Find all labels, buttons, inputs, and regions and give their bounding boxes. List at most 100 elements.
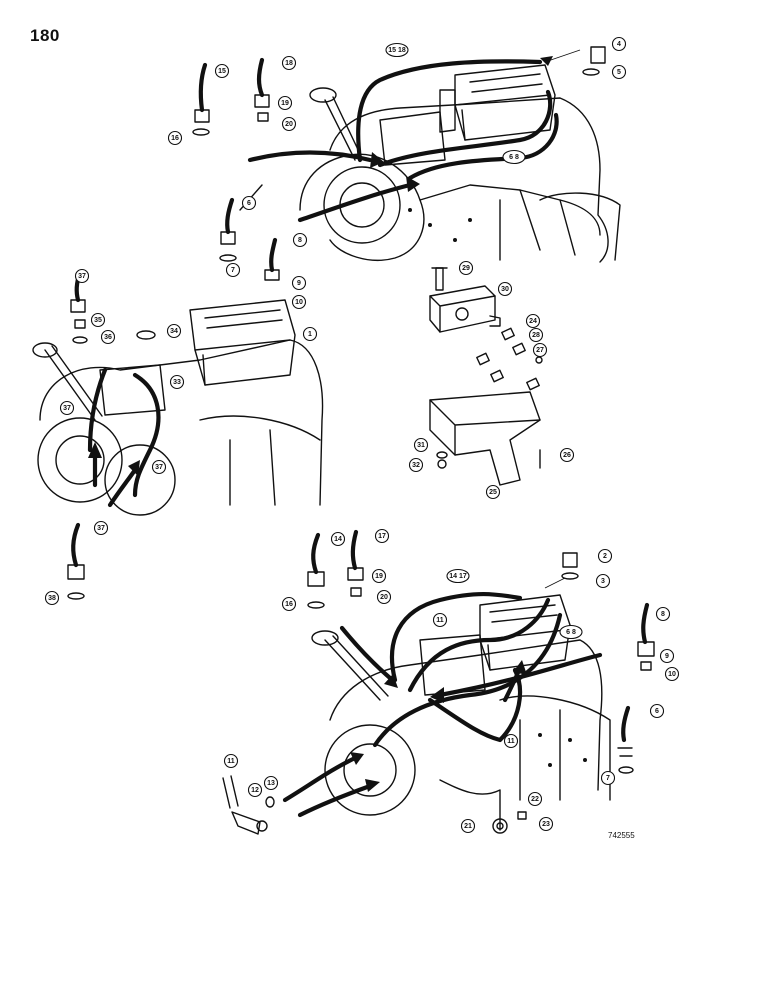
callout-middle-left-0: 37 <box>74 268 90 284</box>
callout-middle-left-6: 37 <box>59 400 75 416</box>
page-number: 180 <box>30 26 60 45</box>
callout-middle-left-3: 34 <box>166 323 182 339</box>
callout-label: 8 <box>661 611 665 618</box>
callout-label: 7 <box>231 267 235 274</box>
callout-bottom-17: 12 <box>247 782 263 798</box>
callout-top-3: 19 <box>277 95 293 111</box>
callout-bottom-9: 6 8 <box>559 624 583 640</box>
callout-bracket-5: 31 <box>413 437 429 453</box>
callout-label: 37 <box>78 273 86 280</box>
callout-label: 31 <box>417 442 425 449</box>
callout-label: 4 <box>617 41 621 48</box>
callout-label: 34 <box>170 328 178 335</box>
callout-bracket-2: 24 <box>525 313 541 329</box>
callout-label: 2 <box>603 553 607 560</box>
callout-label: 9 <box>665 653 669 660</box>
callout-label: 1 <box>308 331 312 338</box>
callout-bottom-5: 2 <box>597 548 613 564</box>
callout-label: 17 <box>378 533 386 540</box>
callout-label: 37 <box>97 525 105 532</box>
callout-label: 12 <box>251 787 259 794</box>
callout-bracket-0: 29 <box>458 260 474 276</box>
callout-label: 33 <box>173 379 181 386</box>
callout-label: 37 <box>63 405 71 412</box>
callout-label: 7 <box>606 775 610 782</box>
callout-label: 23 <box>542 821 550 828</box>
callout-label: 19 <box>375 573 383 580</box>
callout-bottom-15: 11 <box>223 753 239 769</box>
callout-top-8: 6 8 <box>502 149 526 165</box>
callout-bottom-20: 22 <box>527 791 543 807</box>
callout-top-7: 15 18 <box>385 42 409 58</box>
callout-label: 5 <box>617 69 621 76</box>
callout-bottom-21: 23 <box>538 816 554 832</box>
middle-left-assembly <box>32 269 324 516</box>
callout-label: 10 <box>295 299 303 306</box>
callout-label: 29 <box>462 265 470 272</box>
callout-bottom-10: 8 <box>655 606 671 622</box>
callout-label: 16 <box>171 135 179 142</box>
callout-label: 20 <box>285 121 293 128</box>
callout-bracket-3: 28 <box>528 327 544 343</box>
callout-label: 37 <box>155 464 163 471</box>
callout-label: 11 <box>227 758 235 765</box>
callout-top-5: 4 <box>611 36 627 52</box>
callout-top-9: 6 <box>241 195 257 211</box>
callout-label: 11 <box>507 738 515 745</box>
callout-label: 6 <box>655 708 659 715</box>
callout-label: 21 <box>464 823 472 830</box>
callout-label: 6 8 <box>509 154 519 161</box>
callout-bottom-14: 7 <box>600 770 616 786</box>
callout-top-1: 16 <box>167 130 183 146</box>
callout-bottom-19: 21 <box>460 818 476 834</box>
callout-label: 20 <box>380 594 388 601</box>
callout-lower-left-1: 38 <box>44 590 60 606</box>
callout-label: 27 <box>536 347 544 354</box>
callout-label: 16 <box>285 601 293 608</box>
callout-bottom-2: 17 <box>374 528 390 544</box>
callout-top-4: 20 <box>281 116 297 132</box>
callout-label: 35 <box>94 317 102 324</box>
callout-label: 30 <box>501 286 509 293</box>
callout-bottom-18: 13 <box>263 775 279 791</box>
callout-label: 32 <box>412 462 420 469</box>
callout-bracket-1: 30 <box>497 281 513 297</box>
callout-bottom-7: 14 17 <box>446 568 470 584</box>
callout-label: 14 <box>334 536 342 543</box>
bottom-assembly <box>222 529 655 835</box>
callout-bracket-4: 27 <box>532 342 548 358</box>
callout-top-6: 5 <box>611 64 627 80</box>
callout-label: 13 <box>267 780 275 787</box>
callout-label: 25 <box>489 489 497 496</box>
callout-label: 6 8 <box>566 629 576 636</box>
callout-middle-left-7: 37 <box>151 459 167 475</box>
callout-top-10: 7 <box>225 262 241 278</box>
callout-bottom-13: 6 <box>649 703 665 719</box>
mounting-bracket <box>429 267 543 486</box>
callout-label: 15 18 <box>388 47 406 54</box>
callout-label: 26 <box>563 452 571 459</box>
callout-label: 3 <box>601 578 605 585</box>
callout-bracket-8: 26 <box>559 447 575 463</box>
callout-bottom-4: 20 <box>376 589 392 605</box>
callout-label: 24 <box>529 318 537 325</box>
callout-middle-left-5: 1 <box>302 326 318 342</box>
callout-bottom-8: 11 <box>432 612 448 628</box>
callout-top-13: 10 <box>291 294 307 310</box>
callout-bottom-11: 9 <box>659 648 675 664</box>
callout-bracket-6: 32 <box>408 457 424 473</box>
callout-lower-left-0: 37 <box>93 520 109 536</box>
callout-label: 6 <box>247 200 251 207</box>
callout-bottom-3: 19 <box>371 568 387 584</box>
callout-bracket-7: 25 <box>485 484 501 500</box>
callout-bottom-12: 10 <box>664 666 680 682</box>
callout-bottom-0: 14 <box>330 531 346 547</box>
callout-bottom-1: 16 <box>281 596 297 612</box>
callout-middle-left-4: 33 <box>169 374 185 390</box>
reference-code: 742555 <box>608 831 635 840</box>
callout-middle-left-1: 35 <box>90 312 106 328</box>
callout-middle-left-2: 36 <box>100 329 116 345</box>
callout-top-2: 18 <box>281 55 297 71</box>
